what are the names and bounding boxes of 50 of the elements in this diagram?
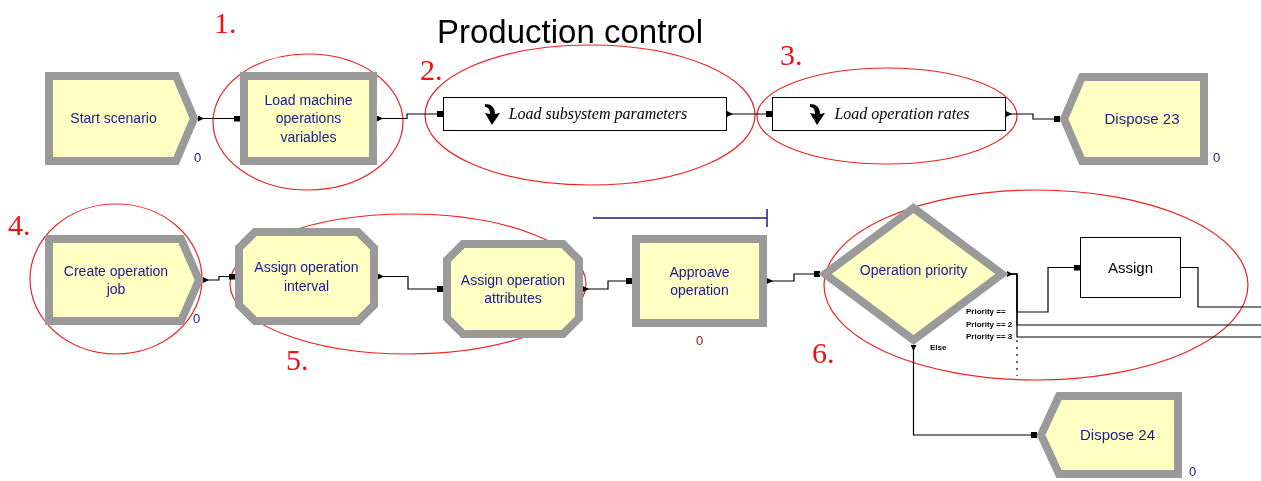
callout-number: 3. bbox=[780, 40, 803, 70]
process-module bbox=[632, 235, 767, 327]
connector bbox=[376, 111, 444, 122]
node-label: Assign bbox=[1108, 257, 1153, 278]
counter-value: 0 bbox=[1213, 151, 1221, 164]
submodel-box bbox=[443, 97, 727, 131]
counter-value: 0 bbox=[1189, 465, 1197, 478]
counter-value: 0 bbox=[696, 334, 704, 347]
callout-number: 5. bbox=[286, 345, 309, 375]
connector bbox=[910, 344, 1038, 438]
node-label: Create operation job bbox=[62, 261, 170, 299]
node-label: Assign operation attributes bbox=[459, 270, 567, 308]
node-label: Operation priority bbox=[859, 260, 968, 280]
edge-label: Priority == 3 bbox=[966, 333, 1013, 341]
node-label: Load machine operations variables bbox=[263, 91, 354, 146]
node-label: Load operation rates bbox=[834, 103, 970, 125]
callout-number: 6. bbox=[812, 338, 835, 368]
connector bbox=[766, 271, 821, 284]
node-label: Approave operation bbox=[668, 262, 731, 300]
node-label: Load subsystem parameters bbox=[508, 103, 688, 125]
callout-number: 4. bbox=[8, 210, 31, 240]
diagram-title: Production control bbox=[436, 14, 704, 51]
connector bbox=[1005, 111, 1061, 122]
connector bbox=[582, 278, 633, 292]
connector bbox=[1180, 266, 1261, 308]
dispose-module bbox=[1060, 73, 1208, 165]
decide-diamond bbox=[820, 203, 1007, 345]
edge-label: Else bbox=[930, 344, 947, 352]
node-label: Dispose 23 bbox=[1104, 109, 1180, 129]
assign-module bbox=[443, 240, 583, 338]
counter-value: 0 bbox=[194, 151, 202, 164]
assign-module bbox=[235, 228, 378, 325]
edge-label: Priority == bbox=[966, 308, 1006, 316]
connector bbox=[377, 273, 444, 292]
process-module bbox=[240, 72, 377, 165]
connector bbox=[197, 115, 241, 122]
submodel-box bbox=[772, 97, 1006, 131]
node-label: Assign operation interval bbox=[253, 258, 360, 295]
node-label: Dispose 24 bbox=[1079, 425, 1155, 445]
connector bbox=[726, 111, 773, 117]
counter-value: 0 bbox=[193, 312, 201, 325]
connector bbox=[202, 273, 236, 283]
dispose-module bbox=[1037, 392, 1182, 478]
callout-number: 2. bbox=[420, 55, 443, 85]
edge-label: Priority == 2 bbox=[966, 321, 1013, 329]
process-box bbox=[1080, 237, 1181, 298]
node-label: Start scenario bbox=[70, 109, 157, 128]
callout-number: 1. bbox=[214, 8, 237, 38]
create-module bbox=[45, 235, 203, 325]
connector bbox=[1006, 264, 1081, 313]
